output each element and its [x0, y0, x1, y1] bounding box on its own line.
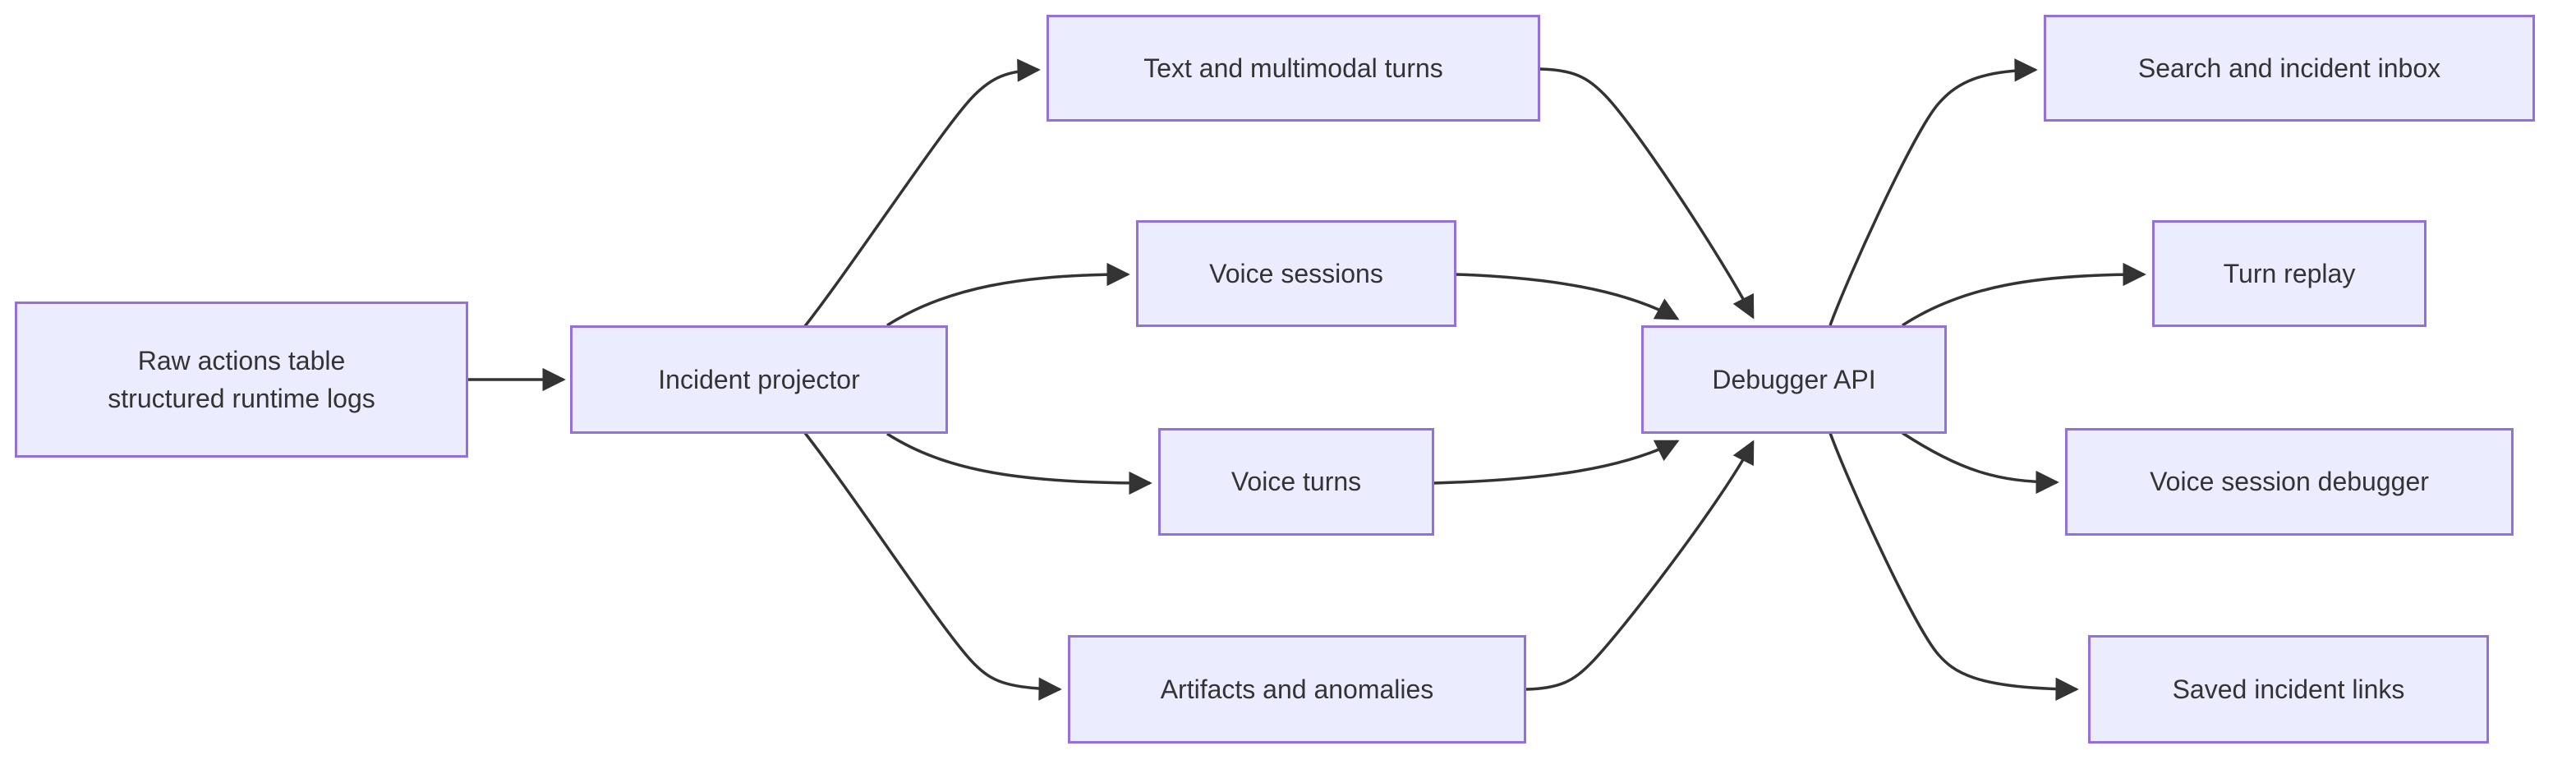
node-debugger-api: Debugger API — [1641, 325, 1947, 434]
node-label: Voice session debugger — [2150, 467, 2429, 497]
edge-voice-sessions-to-debugger-api — [1456, 273, 1680, 320]
node-label: Debugger API — [1712, 364, 1876, 394]
node-search-and-incident-inbox: Search and incident inbox — [2044, 15, 2535, 122]
edge-incident-projector-to-voice-turns — [886, 432, 1152, 495]
node-label: Artifacts and anomalies — [1160, 674, 1434, 704]
node-text-and-multimodal-turns: Text and multimodal turns — [1046, 15, 1540, 122]
node-label: Voice sessions — [1209, 258, 1383, 288]
edge-debugger-api-to-search-and-incident-inbox — [1828, 58, 2038, 326]
node-label-line: structured runtime logs — [108, 384, 375, 413]
edge-debugger-api-to-saved-incident-links — [1828, 432, 2079, 701]
edge-debugger-api-to-turn-replay — [1902, 262, 2146, 327]
node-incident-projector: Incident projector — [570, 325, 948, 434]
node-label: Incident projector — [658, 364, 860, 394]
edge-voice-turns-to-debugger-api — [1433, 440, 1680, 485]
node-label: Saved incident links — [2172, 674, 2405, 704]
node-raw-actions-table: Raw actions table structured runtime log… — [15, 302, 468, 458]
node-voice-sessions: Voice sessions — [1136, 220, 1456, 327]
node-label: Turn replay — [2223, 258, 2356, 288]
edge-incident-projector-to-artifacts-and-anomalies — [803, 431, 1062, 701]
node-label: Search and incident inbox — [2137, 53, 2441, 83]
edge-incident-projector-to-text-and-multimodal-turns — [803, 58, 1041, 328]
node-voice-session-debugger: Voice session debugger — [2065, 428, 2514, 536]
edge-incident-projector-to-voice-sessions — [886, 262, 1130, 327]
node-artifacts-and-anomalies: Artifacts and anomalies — [1068, 635, 1526, 744]
edge-debugger-api-to-voice-session-debugger — [1902, 431, 2059, 495]
node-label: Text and multimodal turns — [1143, 53, 1443, 83]
node-turn-replay: Turn replay — [2152, 220, 2426, 327]
node-saved-incident-links: Saved incident links — [2088, 635, 2489, 744]
node-label: Voice turns — [1230, 467, 1362, 497]
node-label-line: Raw actions table — [137, 345, 346, 375]
edge-artifacts-and-anomalies-to-debugger-api — [1525, 440, 1755, 691]
edge-text-and-multimodal-turns-to-debugger-api — [1539, 67, 1755, 320]
node-voice-turns: Voice turns — [1158, 428, 1434, 536]
